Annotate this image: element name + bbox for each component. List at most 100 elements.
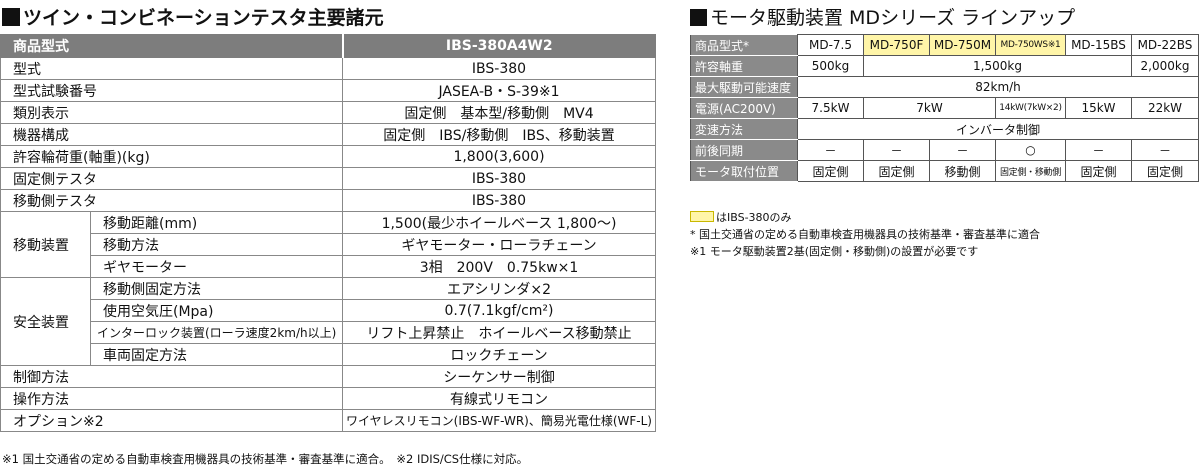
row-value: JASEA-B・S-39※1 xyxy=(342,79,656,102)
row-label: 型式 xyxy=(0,57,343,80)
row-label: 移動側テスタ xyxy=(0,189,343,212)
row-value: 1,800(3,600) xyxy=(342,145,656,168)
mount-cell: 固定側 xyxy=(797,160,864,182)
axle-cell: 500kg xyxy=(797,55,864,77)
speed-cell: 82km/h xyxy=(797,76,1199,98)
square-bullet-icon xyxy=(2,8,20,26)
shift-cell: インバータ制御 xyxy=(797,118,1199,140)
group-label-safety-device: 安全装置 xyxy=(0,277,91,366)
table-row: 移動方法ギヤモーター・ローラチェーン xyxy=(1,233,656,256)
axle-cell: 1,500kg xyxy=(863,55,1132,77)
row-label: 車両固定方法 xyxy=(90,343,343,366)
spec-section-title: ツイン・コンビネーションテスタ主要諸元 xyxy=(2,3,384,30)
row-label: 類別表示 xyxy=(0,101,343,124)
lineup-note-star: * 国土交通省の定める自動車検査用機器具の技術基準・審査基準に適合 xyxy=(690,228,1040,241)
lineup-title-text: モータ駆動装置 MDシリーズ ラインアップ xyxy=(710,7,1076,29)
spec-header-label: 商品型式 xyxy=(0,34,343,58)
md-lineup-table: 商品型式* MD-7.5 MD-750F MD-750M MD-750WS※1 … xyxy=(690,34,1199,182)
sync-cell: － xyxy=(1131,139,1199,161)
table-row: 車両固定方法ロックチェーン xyxy=(1,343,656,366)
row-header: 電源(AC200V) xyxy=(690,97,798,119)
table-row: 許容軸重 500kg 1,500kg 2,000kg xyxy=(690,55,1199,77)
power-cell: 22kW xyxy=(1131,97,1199,119)
row-label: インターロック装置(ローラ速度2km/h以上) xyxy=(90,321,343,344)
table-row: 使用空気圧(Mpa)0.7(7.1kgf/cm²) xyxy=(1,299,656,322)
highlight-legend: はIBS-380のみ xyxy=(690,209,792,225)
row-value: ワイヤレスリモコン(IBS-WF-WR)、簡易光電仕様(WF-L) xyxy=(342,409,656,432)
sync-cell: － xyxy=(929,139,996,161)
sync-cell: ○ xyxy=(995,139,1066,161)
mount-cell: 固定側 xyxy=(863,160,930,182)
spec-title-text: ツイン・コンビネーションテスタ主要諸元 xyxy=(23,7,384,29)
row-label: 型式試験番号 xyxy=(0,79,343,102)
row-value: IBS-380 xyxy=(342,167,656,190)
row-value: リフト上昇禁止 ホイールベース移動禁止 xyxy=(342,321,656,344)
row-header: 変速方法 xyxy=(690,118,798,140)
mount-cell: 固定側 xyxy=(1065,160,1132,182)
row-label: 使用空気圧(Mpa) xyxy=(90,299,343,322)
row-value: シーケンサー制御 xyxy=(342,365,656,388)
model-cell-highlight: MD-750M xyxy=(929,34,996,56)
spec-header-row: 商品型式 IBS-380A4W2 xyxy=(0,34,656,58)
sync-cell: － xyxy=(1065,139,1132,161)
row-header: 最大駆動可能速度 xyxy=(690,76,798,98)
table-row: 商品型式* MD-7.5 MD-750F MD-750M MD-750WS※1 … xyxy=(690,34,1199,56)
power-cell: 14kW(7kW×2) xyxy=(995,97,1066,119)
row-label: 移動方法 xyxy=(90,233,343,256)
row-header: 前後同期 xyxy=(690,139,798,161)
row-value: 1,500(最少ホイールベース 1,800～) xyxy=(342,211,656,234)
row-label: 制御方法 xyxy=(0,365,343,388)
highlight-swatch-icon xyxy=(690,211,714,222)
axle-cell: 2,000kg xyxy=(1131,55,1199,77)
square-bullet-icon xyxy=(690,9,707,26)
spec-header-value: IBS-380A4W2 xyxy=(341,34,656,58)
mount-cell: 移動側 xyxy=(929,160,996,182)
table-row: 電源(AC200V) 7.5kW 7kW 14kW(7kW×2) 15kW 22… xyxy=(690,97,1199,119)
model-cell-highlight: MD-750WS※1 xyxy=(995,34,1066,56)
row-header: モータ取付位置 xyxy=(690,160,798,182)
highlight-legend-text: はIBS-380のみ xyxy=(716,211,792,224)
table-row: 最大駆動可能速度 82km/h xyxy=(690,76,1199,98)
table-row: インターロック装置(ローラ速度2km/h以上)リフト上昇禁止 ホイールベース移動… xyxy=(1,321,656,344)
lineup-section-title: モータ駆動装置 MDシリーズ ラインアップ xyxy=(690,3,1075,30)
table-row: 移動装置 移動距離(mm) 1,500(最少ホイールベース 1,800～) xyxy=(0,211,656,278)
model-cell: MD-22BS xyxy=(1131,34,1199,56)
table-row: 制御方法シーケンサー制御 xyxy=(0,365,656,388)
mount-cell: 固定側・移動側 xyxy=(995,160,1066,182)
row-value: IBS-380 xyxy=(342,189,656,212)
row-value: ロックチェーン xyxy=(342,343,656,366)
table-row: 類別表示固定側 基本型/移動側 MV4 xyxy=(0,101,656,124)
spec-footnote: ※1 国土交通省の定める自動車検査用機器具の技術基準・審査基準に適合。 ※2 I… xyxy=(2,452,529,466)
table-row: 機器構成固定側 IBS/移動側 IBS、移動装置 xyxy=(0,123,656,146)
table-row: モータ取付位置 固定側 固定側 移動側 固定側・移動側 固定側 固定側 xyxy=(690,160,1199,182)
row-value: 固定側 IBS/移動側 IBS、移動装置 xyxy=(342,123,656,146)
row-label: 固定側テスタ xyxy=(0,167,343,190)
power-cell: 7kW xyxy=(863,97,996,119)
model-cell: MD-7.5 xyxy=(797,34,864,56)
table-row: 操作方法有線式リモコン xyxy=(0,387,656,410)
model-cell: MD-15BS xyxy=(1065,34,1132,56)
model-cell-highlight: MD-750F xyxy=(863,34,930,56)
row-value: 0.7(7.1kgf/cm²) xyxy=(342,299,656,322)
row-label: オプション※2 xyxy=(0,409,343,432)
row-label: 許容輪荷重(軸重)(kg) xyxy=(0,145,343,168)
row-label: 操作方法 xyxy=(0,387,343,410)
row-value: 3相 200V 0.75kw×1 xyxy=(342,255,656,278)
row-value: 固定側 基本型/移動側 MV4 xyxy=(342,101,656,124)
table-row: 安全装置 移動側固定方法 エアシリンダ×2 xyxy=(0,277,656,366)
sync-cell: － xyxy=(797,139,864,161)
table-row: 前後同期 － － － ○ － － xyxy=(690,139,1199,161)
table-row: 許容輪荷重(軸重)(kg)1,800(3,600) xyxy=(0,145,656,168)
power-cell: 7.5kW xyxy=(797,97,864,119)
row-label: ギヤモーター xyxy=(90,255,343,278)
row-value: ギヤモーター・ローラチェーン xyxy=(342,233,656,256)
lineup-note-kome: ※1 モータ駆動装置2基(固定側・移動側)の設置が必要です xyxy=(690,245,979,258)
row-label: 機器構成 xyxy=(0,123,343,146)
